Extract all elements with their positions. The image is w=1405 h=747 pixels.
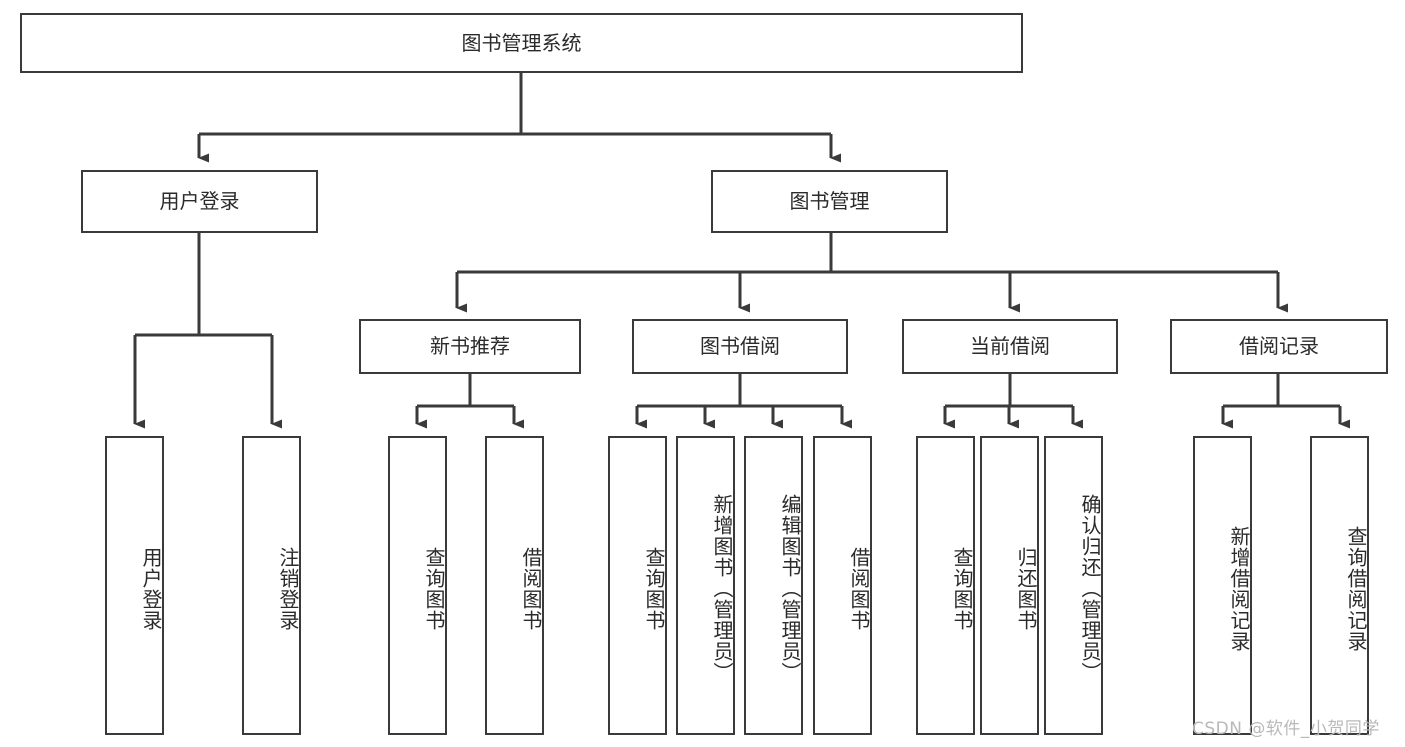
- node-book-management[interactable]: 图书管理: [711, 170, 948, 233]
- node-label: 编辑图书（管理员）: [778, 494, 802, 683]
- leaf-edit-book-admin[interactable]: 编辑图书（管理员）: [744, 436, 803, 735]
- node-user-login[interactable]: 用户登录: [81, 170, 318, 233]
- node-borrow-record[interactable]: 借阅记录: [1170, 319, 1388, 374]
- leaf-confirm-return-admin[interactable]: 确认归还（管理员）: [1044, 436, 1103, 735]
- csdn-watermark: CSDN @软件_小贺同学: [1192, 719, 1380, 739]
- node-label: 查询借阅记录: [1344, 525, 1368, 652]
- node-label: 查询图书: [422, 546, 446, 631]
- node-label: 图书管理: [789, 189, 870, 214]
- node-label: 新增图书（管理员）: [710, 494, 734, 683]
- leaf-add-book-admin[interactable]: 新增图书（管理员）: [676, 436, 735, 735]
- node-label: 用户登录: [159, 189, 240, 214]
- leaf-logout-login[interactable]: 注销登录: [242, 436, 301, 735]
- node-label: 当前借阅: [970, 334, 1050, 359]
- leaf-add-borrow-record[interactable]: 新增借阅记录: [1193, 436, 1252, 735]
- leaf-borrow-book-recommend[interactable]: 借阅图书: [485, 436, 544, 735]
- node-label: 图书借阅: [700, 334, 780, 359]
- node-label: 归还图书: [1014, 546, 1038, 631]
- node-book-borrow[interactable]: 图书借阅: [632, 319, 848, 374]
- leaf-user-login[interactable]: 用户登录: [105, 436, 164, 735]
- node-label: 查询图书: [642, 546, 666, 631]
- leaf-query-book-borrow[interactable]: 查询图书: [608, 436, 667, 735]
- node-label: 借阅图书: [847, 546, 871, 631]
- node-label: 查询图书: [950, 546, 974, 631]
- node-label: 借阅记录: [1239, 334, 1319, 359]
- node-label: 借阅图书: [519, 546, 543, 631]
- node-label: 新书推荐: [430, 334, 510, 359]
- node-label: 图书管理系统: [461, 30, 582, 55]
- leaf-query-book-current[interactable]: 查询图书: [916, 436, 975, 735]
- leaf-return-book[interactable]: 归还图书: [980, 436, 1039, 735]
- node-current-borrow[interactable]: 当前借阅: [902, 319, 1118, 374]
- node-label: 确认归还（管理员）: [1078, 494, 1102, 683]
- node-label: 注销登录: [276, 546, 300, 631]
- leaf-borrow-book[interactable]: 借阅图书: [813, 436, 872, 735]
- node-root-book-management-system[interactable]: 图书管理系统: [20, 13, 1023, 73]
- node-new-book-recommend[interactable]: 新书推荐: [359, 319, 581, 374]
- node-label: 新增借阅记录: [1227, 525, 1251, 652]
- leaf-query-book-recommend[interactable]: 查询图书: [388, 436, 447, 735]
- node-label: 用户登录: [139, 546, 163, 631]
- leaf-query-borrow-record[interactable]: 查询借阅记录: [1310, 436, 1369, 735]
